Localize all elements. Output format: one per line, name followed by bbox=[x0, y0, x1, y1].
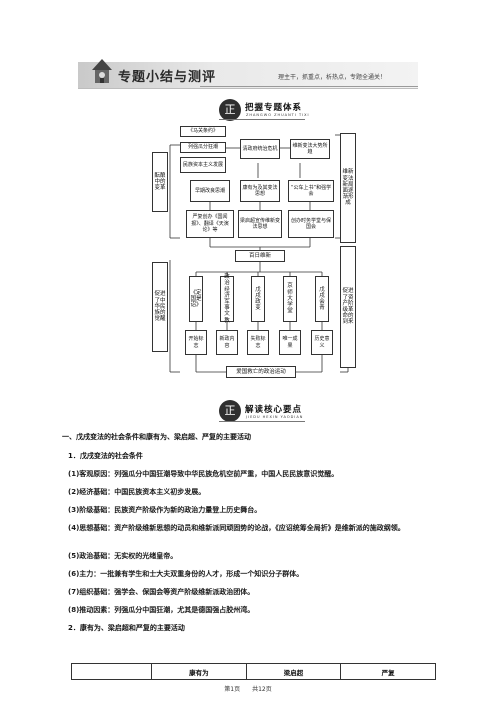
diagram-label-failure: 失败标志 bbox=[247, 330, 269, 355]
content-item: (3)阶级基础：民族资产阶级作为新的政治力量登上历史舞台。 bbox=[68, 506, 262, 514]
table-header-cell: 梁启超 bbox=[245, 663, 342, 680]
diagram-col-university: 京师大学堂 bbox=[283, 276, 297, 322]
diagram-label-content: 新政内容 bbox=[216, 330, 238, 355]
diagram-col-reforms: 政治经济军事文教 bbox=[220, 274, 234, 324]
section-rule bbox=[219, 421, 305, 422]
banner-slogan: 理主干，抓重点，析热点，专题全通关！ bbox=[278, 74, 387, 81]
diagram-box-treaty: 《马关条约》 bbox=[180, 126, 226, 137]
section-title: 解读核心要点 bbox=[245, 405, 303, 415]
activities-table: 康有为 梁启超 严复 bbox=[71, 663, 436, 680]
diagram-box-bottom: 爱国救亡的政治运动 bbox=[226, 366, 296, 378]
content-heading-1-1: 1．戊戌变法的社会条件 bbox=[68, 452, 143, 460]
content-item: (1)客观原因：列强瓜分中国狂潮导致中华民族危机空前严重，中国人民民族意识觉醒。 bbox=[68, 470, 339, 478]
content-item: (4)思想基础：资产阶级维新思想的动员和维新派同顽固势的论战，《应诏统筹全局折》… bbox=[68, 524, 405, 532]
diagram-left-vertical: 酝酿中的变革 bbox=[152, 152, 168, 212]
house-figure-icon bbox=[92, 59, 112, 83]
content-item: (6)主力：一批兼有学生和士大夫双重身份的人才，形成一个知识分子群体。 bbox=[68, 570, 304, 578]
content-item: (8)推动因素：列强瓜分中国狂潮，尤其是德国强占胶州湾。 bbox=[68, 606, 255, 614]
page-footer: 第1页 共12页 bbox=[224, 686, 272, 693]
content-heading-1: 一、戊戌变法的社会条件和康有为、梁启超、严复的主要活动 bbox=[62, 433, 251, 441]
diagram-right-top-vertical: 维新变法新局面逐渐形成 bbox=[340, 133, 356, 243]
diagram-label-result: 唯一成果 bbox=[279, 330, 301, 355]
diagram-box-kang-thought: 康有为及其变法思想 bbox=[240, 180, 280, 202]
banner-rule bbox=[200, 86, 418, 87]
section-title: 把握专题体系 bbox=[245, 103, 303, 113]
header-banner bbox=[78, 62, 418, 89]
diagram-col-edict: 《定国是诏》 bbox=[189, 276, 203, 322]
diagram-box-liang: 梁启超宣传维新变法思想 bbox=[238, 210, 282, 238]
section-subtitle: ZHANGWO ZHUANTI TIXI bbox=[246, 113, 310, 117]
diagram-box-reform-trend: 维新变法大势所趋 bbox=[290, 139, 330, 159]
page-title: 专题小结与测评 bbox=[118, 70, 217, 85]
diagram-box-crisis: 清政府统治危机 bbox=[240, 139, 280, 159]
diagram-right-bottom-vertical: 促进了资产阶级革命的到来 bbox=[340, 246, 356, 368]
section-rule bbox=[219, 119, 305, 120]
table-header-cell: 康有为 bbox=[150, 663, 247, 680]
diagram-label-meaning: 历史意义 bbox=[311, 330, 333, 355]
section-subtitle: JIEDU HEXIN YAODIAN bbox=[246, 415, 304, 419]
diagram-left-bottom-vertical: 促进了中华民族的觉醒 bbox=[152, 262, 168, 352]
table-row: 康有为 梁启超 严复 bbox=[71, 663, 436, 680]
table-header-cell: 严复 bbox=[340, 663, 436, 680]
content-item: (5)政治基础：无实权的光绪皇帝。 bbox=[68, 552, 178, 560]
diagram-col-significance: 戊戌会青 bbox=[315, 276, 329, 322]
diagram-box-partition: 列强瓜分狂潮 bbox=[180, 142, 226, 153]
table-header-cell bbox=[71, 663, 152, 680]
diagram-box-school: 创办时务学堂与保国会 bbox=[288, 210, 334, 238]
content-heading-1-2: 2．康有为、梁启超和严复的主要活动 bbox=[68, 624, 185, 632]
diagram-box-capitalism: 民族资本主义发展 bbox=[180, 157, 226, 173]
content-item: (2)经济基础：中国民族资本主义初步发展。 bbox=[68, 488, 206, 496]
section-seal-icon: 正 bbox=[219, 99, 241, 121]
diagram-box-petition: “公车上书”和强学会 bbox=[288, 180, 334, 202]
content-item: (7)组织基础：强学会、保国会等资产阶级维新派政治团体。 bbox=[68, 588, 255, 596]
diagram-label-start: 开始标志 bbox=[185, 330, 207, 355]
diagram-box-hundred-days: 百日维新 bbox=[235, 250, 285, 262]
diagram-box-early-thought: 早期改良思潮 bbox=[190, 180, 230, 202]
diagram-box-yanfu: 严复创办《国闻报》、翻译《天演论》等 bbox=[186, 210, 234, 238]
section-seal-icon: 正 bbox=[219, 400, 241, 422]
diagram-col-coup: 戊戌政变 bbox=[251, 276, 265, 322]
